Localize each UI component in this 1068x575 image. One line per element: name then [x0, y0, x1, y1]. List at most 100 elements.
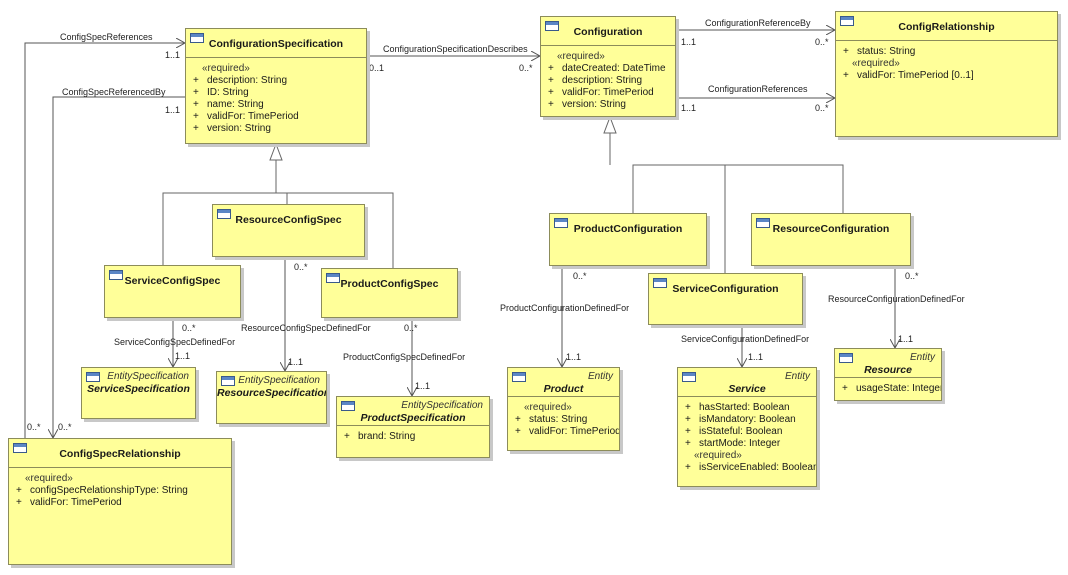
class-configuration-specification[interactable]: ConfigurationSpecification«required»+des…: [185, 28, 367, 144]
attribute-compartment: «required»+dateCreated: DateTime+descrip…: [541, 46, 675, 114]
label-service-configuration-defined-for: ServiceConfigurationDefinedFor: [681, 334, 809, 344]
class-name: Resource: [864, 364, 912, 376]
attribute-row: +validFor: TimePeriod: [15, 497, 225, 509]
class-resource-configuration[interactable]: ResourceConfiguration: [751, 213, 911, 266]
class-separator: [337, 425, 489, 426]
attribute-text: brand: String: [358, 431, 416, 442]
label-config-spec-describes: ConfigurationSpecificationDescribes: [383, 44, 528, 54]
mult-resource-config-spec-defined-for-a: 0..*: [294, 262, 308, 272]
class-config-relationship[interactable]: ConfigRelationship+status: String«requir…: [835, 11, 1058, 137]
attribute-row: +ID: String: [192, 87, 360, 99]
attribute-visibility: +: [685, 402, 691, 413]
attribute-text: configSpecRelationshipType: String: [30, 485, 188, 496]
class-name: ConfigurationSpecification: [208, 38, 344, 50]
attribute-row: +version: String: [547, 99, 669, 111]
class-name: Service: [728, 383, 766, 395]
attribute-visibility: +: [843, 46, 849, 57]
attribute-row: +startMode: Integer: [684, 438, 810, 450]
class-header: ResourceConfigSpec: [213, 205, 364, 233]
class-header: ServiceConfiguration: [649, 274, 802, 302]
class-service-config-spec[interactable]: ServiceConfigSpec: [104, 265, 241, 318]
class-header: ServiceConfigSpec: [105, 266, 240, 294]
label-resource-config-spec-defined-for: ResourceConfigSpecDefinedFor: [241, 323, 371, 333]
attribute-compartment: +status: String«required»+validFor: Time…: [836, 41, 1057, 85]
class-name: ConfigSpecRelationship: [59, 448, 181, 460]
class-resource-config-spec[interactable]: ResourceConfigSpec: [212, 204, 365, 257]
class-name: ResourceConfigSpec: [235, 214, 342, 226]
attribute-text: dateCreated: DateTime: [562, 63, 666, 74]
class-name: ProductConfigSpec: [340, 278, 439, 290]
class-product-configuration[interactable]: ProductConfiguration: [549, 213, 707, 266]
class-configuration[interactable]: Configuration«required»+dateCreated: Dat…: [540, 16, 676, 117]
attribute-text: validFor: TimePeriod: [30, 497, 122, 508]
class-icon: [326, 273, 340, 283]
class-header: Configuration: [541, 17, 675, 45]
class-service-configuration[interactable]: ServiceConfiguration: [648, 273, 803, 325]
attribute-compartment: +brand: String: [337, 426, 489, 446]
label-product-config-spec-defined-for: ProductConfigSpecDefinedFor: [343, 352, 465, 362]
mult-config-spec-references-a: 1..1: [165, 50, 180, 60]
attribute-text: hasStarted: Boolean: [699, 402, 790, 413]
class-name: Product: [543, 383, 584, 395]
class-name: Configuration: [573, 26, 643, 38]
mult-service-config-spec-defined-for-a: 0..*: [182, 323, 196, 333]
class-stereotype: EntitySpecification: [238, 375, 320, 386]
class-icon: [109, 270, 123, 280]
mult-resource-config-spec-defined-for-b: 1..1: [288, 357, 303, 367]
class-icon: [341, 401, 355, 411]
generalization-config-line: [632, 164, 844, 213]
class-name: ServiceConfiguration: [672, 283, 779, 295]
mult-config-spec-referenced-by-b: 0..*: [58, 422, 72, 432]
class-icon: [554, 218, 568, 228]
attribute-text: description: String: [562, 75, 643, 86]
attribute-visibility: +: [193, 111, 199, 122]
class-separator: [541, 45, 675, 46]
attribute-stereotype: «required»: [557, 51, 605, 62]
label-configuration-reference-by: ConfigurationReferenceBy: [705, 18, 811, 28]
attribute-compartment: «required»+description: String+ID: Strin…: [186, 58, 366, 138]
attribute-visibility: +: [548, 87, 554, 98]
mult-configuration-reference-by-b: 0..*: [815, 37, 829, 47]
class-header: ProductConfigSpec: [322, 269, 457, 297]
class-name: ResourceConfiguration: [772, 223, 890, 235]
attribute-row: + configSpecRelationshipType: String: [15, 485, 225, 497]
attribute-text: description: String: [207, 75, 288, 86]
attribute-compartment: «required»+status: String+validFor: Time…: [508, 397, 619, 441]
attribute-visibility: +: [843, 70, 849, 81]
attribute-row: +isStateful: Boolean: [684, 426, 810, 438]
attribute-row: +dateCreated: DateTime: [547, 63, 669, 75]
label-service-config-spec-defined-for: ServiceConfigSpecDefinedFor: [114, 337, 235, 347]
attribute-row: +usageState: Integer: [841, 383, 941, 395]
attribute-compartment: «required»+ configSpecRelationshipType: S…: [9, 468, 231, 512]
attribute-text: validFor: TimePeriod: [529, 426, 620, 437]
mult-configuration-references-a: 1..1: [681, 103, 696, 113]
attribute-row: +description: String: [192, 75, 360, 87]
attribute-row: +validFor: TimePeriod: [192, 111, 360, 123]
attribute-visibility: +: [515, 426, 521, 437]
attribute-visibility: +: [685, 462, 691, 473]
attribute-stereotype: «required»: [694, 450, 742, 461]
mult-service-configuration-defined-for-b: 1..1: [748, 352, 763, 362]
class-config-spec-relationship[interactable]: ConfigSpecRelationship «required»+ configS…: [8, 438, 232, 565]
class-icon: [217, 209, 231, 219]
class-name: ServiceConfigSpec: [124, 275, 221, 287]
attribute-stereotype: «required»: [25, 473, 73, 484]
class-icon: [221, 376, 235, 386]
attribute-visibility: +: [16, 485, 22, 496]
class-header: ConfigRelationship: [836, 12, 1057, 40]
class-name: ResourceSpecification: [217, 387, 327, 399]
class-icon: [839, 353, 853, 363]
class-product-config-spec[interactable]: ProductConfigSpec: [321, 268, 458, 318]
attribute-row: +description: String: [547, 75, 669, 87]
attribute-stereotype: «required»: [202, 63, 250, 74]
attribute-stereotype: «required»: [524, 402, 572, 413]
